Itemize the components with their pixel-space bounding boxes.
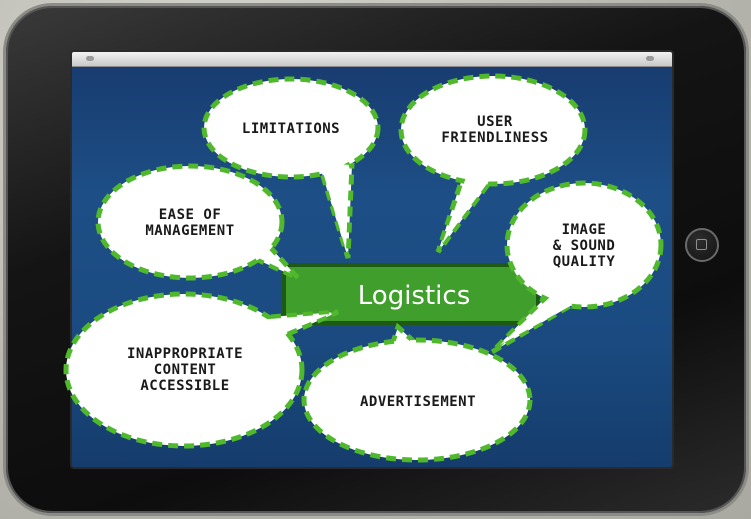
status-bar	[72, 52, 672, 67]
bubble-ease-of-management	[95, 163, 300, 281]
bubble-advertisement	[301, 322, 533, 463]
bubble-label-user-friendliness: USER FRIENDLINESS	[441, 114, 549, 146]
bubble-image-sound-quality	[490, 180, 664, 355]
bubble-limitations	[201, 76, 381, 259]
bubble-label-limitations: LIMITATIONS	[241, 121, 341, 137]
bubble-label-inappropriate-content: INAPPROPRIATE CONTENT ACCESSIBLE	[126, 346, 244, 394]
home-button[interactable]	[685, 228, 719, 262]
status-indicator-right-icon	[646, 56, 654, 61]
bubble-user-friendliness	[398, 73, 588, 254]
bubble-label-image-sound-quality: IMAGE & SOUND QUALITY	[552, 222, 616, 270]
bubble-label-advertisement: ADVERTISEMENT	[359, 394, 477, 410]
status-indicator-left-icon	[86, 56, 94, 61]
bubble-label-ease-of-management: EASE OF MANAGEMENT	[145, 207, 235, 239]
bubble-inappropriate-content	[63, 291, 340, 449]
center-label: Logistics	[357, 281, 471, 311]
home-icon	[696, 239, 707, 250]
